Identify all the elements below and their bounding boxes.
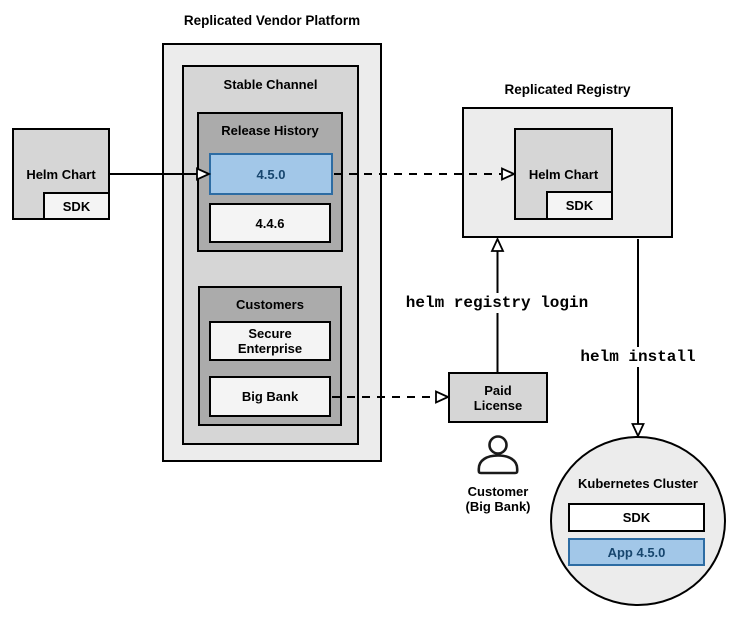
customer-big-bank-label: Big Bank (241, 389, 299, 404)
kubernetes-cluster-circle: Kubernetes Cluster SDK App 4.5.0 (550, 436, 726, 606)
registry-helm-chart-box: Helm Chart SDK (514, 128, 613, 220)
stable-channel-box: Stable Channel Release History 4.5.0 4.4… (182, 65, 359, 445)
registry-helm-chart-label: Helm Chart (528, 166, 599, 182)
registry-box: Helm Chart SDK (462, 107, 673, 238)
customer-actor-line1: Customer (467, 484, 529, 499)
registry-title: Replicated Registry (504, 82, 631, 97)
customer-actor-line2: (Big Bank) (465, 499, 531, 514)
vendor-platform-title: Replicated Vendor Platform (183, 13, 361, 28)
person-icon (477, 435, 519, 475)
registry-sdk-box: SDK (546, 191, 613, 220)
registry-sdk-label: SDK (565, 198, 594, 213)
k8s-app-label: App 4.5.0 (607, 544, 666, 560)
release-history-box: Release History 4.5.0 4.4.6 (197, 112, 343, 252)
helm-chart-source-label: Helm Chart (26, 166, 96, 182)
kubernetes-cluster-title: Kubernetes Cluster (578, 476, 698, 491)
customers-box: Customers Secure Enterprise Big Bank (198, 286, 342, 426)
release-history-title: Release History (221, 123, 319, 138)
customer-actor-label: Customer (Big Bank) (438, 484, 558, 514)
cmd-helm-registry-login: helm registry login (399, 293, 595, 313)
customer-secure-enterprise-label: Secure Enterprise (237, 326, 303, 356)
customer-big-bank-box: Big Bank (209, 376, 331, 417)
vendor-platform-box: Stable Channel Release History 4.5.0 4.4… (162, 43, 382, 462)
helm-chart-source-sdk-box: SDK (43, 192, 110, 220)
helm-chart-source-sdk-label: SDK (62, 198, 91, 214)
helm-chart-source-box: Helm Chart SDK (12, 128, 110, 220)
release-4-4-6-box: 4.4.6 (209, 203, 331, 243)
release-4-5-0-box: 4.5.0 (209, 153, 333, 195)
paid-license-box: Paid License (448, 372, 548, 423)
release-4-4-6-label: 4.4.6 (255, 215, 285, 231)
k8s-app-box: App 4.5.0 (568, 538, 705, 566)
paid-license-label: Paid License (473, 382, 523, 413)
stable-channel-title: Stable Channel (223, 77, 318, 92)
release-4-5-0-label: 4.5.0 (256, 166, 286, 182)
k8s-sdk-box: SDK (568, 503, 705, 532)
cmd-helm-install: helm install (572, 347, 704, 367)
customers-title: Customers (236, 297, 304, 312)
arrow-registry-to-cluster (631, 239, 645, 439)
k8s-sdk-label: SDK (622, 510, 651, 525)
customer-secure-enterprise-box: Secure Enterprise (209, 321, 331, 361)
